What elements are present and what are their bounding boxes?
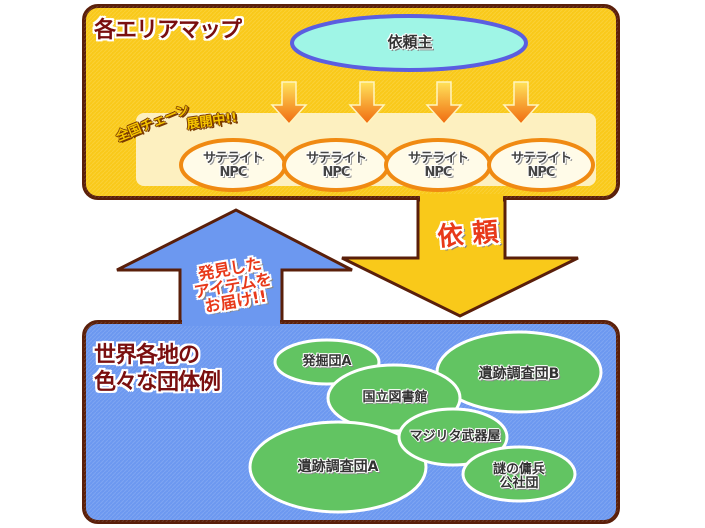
small-arrow-3-icon	[425, 81, 463, 126]
group-ellipse-ruins-a	[248, 420, 428, 514]
group-label-ruins-b: 遺跡調査団B	[478, 365, 560, 382]
small-arrow-1-icon	[270, 81, 308, 126]
top-panel-title: 各エリアマップ	[94, 18, 242, 44]
satellite-npc-2-label: サテライト NPC	[305, 151, 367, 180]
small-arrow-4-icon	[502, 81, 540, 126]
group-ellipse-weapon-shop	[397, 407, 509, 467]
group-label-mercenary: 謎の傭兵 公社団	[492, 462, 545, 491]
satellite-ellipse-4	[487, 138, 595, 192]
delivery-up-arrow	[116, 208, 353, 324]
satellite-npc-1-label: サテライト NPC	[202, 151, 264, 180]
group-label-ruins-a: 遺跡調査団A	[297, 458, 379, 475]
satellite-npc-3-label: サテライト NPC	[407, 151, 469, 180]
client-ellipse	[290, 14, 528, 72]
request-down-arrow	[341, 198, 579, 318]
bottom-panel-title: 世界各地の 色々な団体例	[94, 342, 221, 396]
group-ellipse-mercenary	[461, 445, 577, 503]
group-label-excavation-a: 発掘団A	[302, 354, 352, 370]
client-label: 依頼主	[387, 33, 433, 52]
group-label-library: 国立図書館	[362, 390, 428, 406]
small-arrow-2-icon	[348, 81, 386, 126]
group-label-weapon-shop: マジリタ武器屋	[409, 429, 501, 445]
satellite-npc-4-label: サテライト NPC	[510, 151, 572, 180]
